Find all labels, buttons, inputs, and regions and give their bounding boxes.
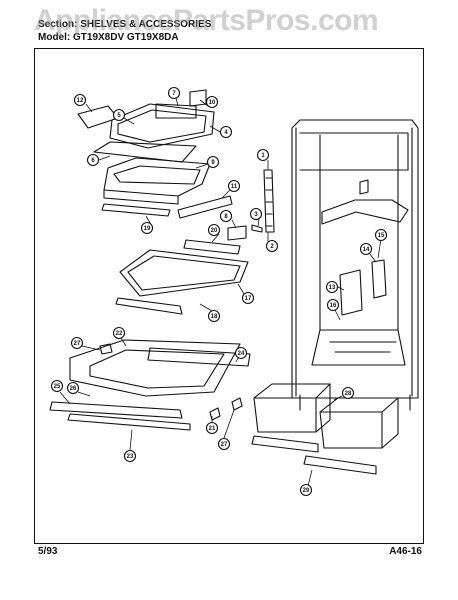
callout-12: 12: [73, 93, 87, 107]
svg-text:29: 29: [303, 488, 310, 494]
top-shelf-assembly: [77, 89, 215, 163]
svg-text:10: 10: [209, 100, 216, 106]
callout-19: 19: [140, 221, 154, 235]
footer-date: 5/93: [38, 546, 58, 557]
svg-text:4: 4: [224, 130, 228, 136]
refrigerator-cabinet: [291, 119, 419, 411]
callout-11: 11: [227, 179, 241, 193]
callout-5: 5: [112, 108, 126, 122]
callout-23: 23: [123, 449, 137, 463]
callout-24: 24: [234, 346, 248, 360]
svg-text:11: 11: [231, 184, 238, 190]
svg-text:18: 18: [211, 314, 218, 320]
svg-text:9: 9: [211, 160, 215, 166]
callout-28: 28: [341, 386, 355, 400]
svg-text:28: 28: [345, 391, 352, 397]
watermark: AppliancePartsPros.com: [34, 4, 379, 37]
shelf-rail: [251, 169, 275, 233]
model-line: Model: GT19X8DV GT19X8DA: [38, 32, 179, 43]
diagram-frame: [34, 48, 424, 544]
svg-text:7: 7: [172, 91, 176, 97]
svg-text:24: 24: [238, 351, 245, 357]
svg-text:17: 17: [245, 296, 252, 302]
callout-18: 18: [207, 309, 221, 323]
svg-text:3: 3: [254, 212, 258, 218]
svg-text:5: 5: [117, 113, 121, 119]
callout-3: 3: [249, 207, 263, 221]
svg-text:26: 26: [70, 386, 77, 392]
svg-text:15: 15: [378, 233, 385, 239]
callout-17: 17: [241, 291, 255, 305]
crisper-drawers: [251, 383, 399, 475]
svg-text:23: 23: [127, 454, 134, 460]
meat-keeper-drawer: [101, 157, 233, 219]
svg-text:21: 21: [209, 426, 216, 432]
section-title: Section: SHELVES & ACCESSORIES: [38, 19, 212, 30]
callout-numbers: 12 5 6 7 10 4 9 11 19 1 3 2 20 8 17 18 1…: [50, 86, 388, 497]
svg-text:22: 22: [116, 331, 123, 337]
svg-text:1: 1: [261, 153, 265, 159]
svg-text:6: 6: [91, 158, 95, 164]
middle-shelf-assembly: [115, 225, 249, 315]
callout-13: 13: [325, 280, 339, 294]
footer-page-code: A46-16: [389, 546, 422, 557]
callout-26: 26: [66, 381, 80, 395]
callout-1: 1: [256, 148, 270, 162]
callout-2: 2: [265, 239, 279, 253]
svg-text:12: 12: [77, 98, 84, 104]
svg-text:20: 20: [211, 228, 218, 234]
callout-6: 6: [86, 153, 100, 167]
callout-8: 8: [219, 209, 233, 223]
svg-text:2: 2: [270, 244, 274, 250]
svg-text:19: 19: [144, 226, 151, 232]
callout-15: 15: [374, 228, 388, 242]
callout-14: 14: [359, 242, 373, 256]
svg-text:27: 27: [74, 341, 81, 347]
callout-10: 10: [205, 95, 219, 109]
callout-21: 21: [205, 421, 219, 435]
callout-9: 9: [206, 155, 220, 169]
callout-29: 29: [299, 483, 313, 497]
callout-20: 20: [207, 223, 221, 237]
svg-text:8: 8: [224, 214, 228, 220]
callout-22: 22: [112, 326, 126, 340]
callout-7: 7: [167, 86, 181, 100]
callout-27-bottom: 27: [217, 437, 231, 451]
svg-text:14: 14: [363, 247, 370, 253]
svg-text:27: 27: [221, 442, 228, 448]
svg-text:25: 25: [54, 384, 61, 390]
callout-16: 16: [326, 298, 340, 312]
leader-lines: [59, 97, 382, 487]
callout-25: 25: [50, 379, 64, 393]
svg-text:13: 13: [329, 285, 336, 291]
svg-text:16: 16: [330, 303, 337, 309]
crisper-cover-assembly: [49, 339, 251, 431]
callout-4: 4: [219, 125, 233, 139]
callout-27-top: 27: [70, 336, 84, 350]
